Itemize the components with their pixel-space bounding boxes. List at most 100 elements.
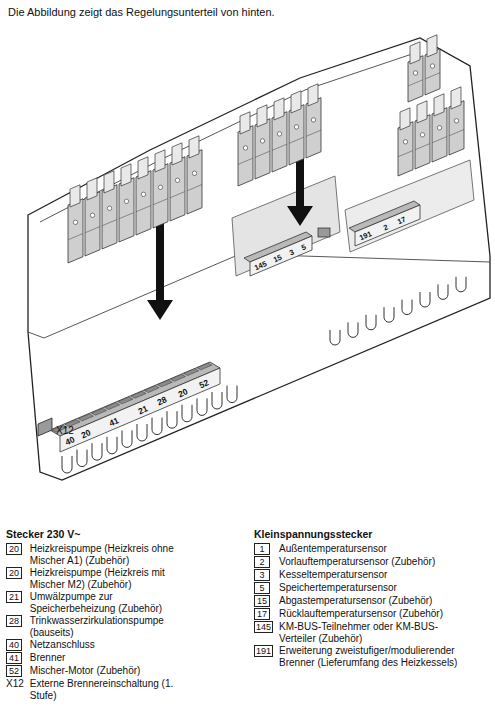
plug-edge [415, 144, 430, 150]
cable-guide [152, 418, 162, 435]
cable-guide [77, 450, 87, 467]
plug-tab [410, 42, 420, 64]
plug [102, 185, 117, 249]
terminal-description: Mischer-Motor (Zubehör) [30, 665, 200, 677]
sensor-strip-front [250, 236, 312, 276]
plug-screw [158, 185, 162, 189]
cable-guide [182, 405, 192, 422]
terminal-number: 1 [254, 543, 270, 555]
cable-guide [456, 277, 466, 292]
plug-screw [73, 220, 77, 224]
plug-screw [141, 192, 145, 196]
connector-block [318, 228, 330, 237]
plug-tab [427, 35, 437, 57]
plug-edge [306, 130, 321, 136]
plug-tab [240, 112, 250, 134]
key-entry: 21Umwälzpumpe zur Speicherbeheizung (Zub… [6, 591, 246, 614]
key-entry: 15Abgastemperatursensor (Zubehör) [254, 595, 490, 607]
x12-connector [38, 418, 52, 436]
plug [272, 112, 287, 172]
terminal-description: KM-BUS-Teilnehmer oder KM-BUS-Verteiler … [279, 621, 469, 644]
key-entry: X12Externe Brennereinschaltung (1. Stufe… [6, 678, 246, 701]
socket [131, 391, 146, 398]
terminal-description: Heizkreispumpe (Heizkreis ohne Mischer A… [30, 543, 200, 566]
cable-guide [438, 284, 448, 299]
terminal-description: Speichertemperatursensor [279, 582, 469, 594]
plug-screw [277, 132, 281, 136]
terminal-number: 20 [6, 543, 22, 555]
plug [68, 199, 83, 263]
cable-guide [212, 392, 222, 409]
terminal-number: 145 [254, 621, 273, 633]
plug [306, 98, 321, 158]
terminal-number: 3 [254, 569, 270, 581]
terminal-description: Netzanschluss [30, 639, 200, 651]
plug-edge [425, 73, 440, 79]
plug-edge [119, 213, 134, 219]
cable-guide [227, 386, 237, 403]
plug-edge [68, 234, 83, 240]
key-entry: 52Mischer-Motor (Zubehör) [6, 665, 246, 677]
key-heading: Stecker 230 V~ [6, 528, 246, 541]
terminal-description: Abgastemperatursensor (Zubehör) [279, 595, 469, 607]
terminal-number: 20 [6, 567, 22, 579]
mount-arrow [147, 222, 173, 320]
key-column: 20 Heizkreispumpe (Heizkreis ohne Mischer… [6, 528, 246, 701]
key-entry: 145 KM-BUS-Teilnehmer oder KM-BUS-Verteil… [254, 621, 490, 644]
cable-guide [402, 300, 412, 315]
terminal-description: Rücklauftemperatursensor (Zubehör) [279, 608, 469, 620]
key-entry: 28 Trinkwasserzirkulationspumpe (bauseits… [6, 615, 246, 638]
plug [170, 157, 185, 221]
socket [105, 403, 120, 410]
plug-edge [238, 158, 253, 164]
socket [144, 386, 159, 393]
key-entry: 17 Rücklauftemperatursensor (Zubehör) [254, 608, 490, 620]
cable-guide [167, 411, 177, 428]
plug-tab [70, 185, 80, 207]
terminal-number: 28 [6, 615, 22, 627]
plug-screw [243, 146, 247, 150]
plug-edge [432, 137, 447, 143]
terminal-number: 40 [6, 639, 22, 651]
cable-guide [366, 315, 376, 330]
plug-tab [104, 171, 114, 193]
plug-screw [403, 140, 407, 144]
plug [255, 119, 270, 179]
plug [119, 178, 134, 242]
terminal-number: 17 [254, 608, 270, 620]
plug-tab [257, 105, 267, 127]
terminal-description: Außentemperatursensor [279, 543, 469, 555]
plug [289, 105, 304, 165]
plug-tab [400, 108, 410, 130]
plug-edge [449, 130, 464, 136]
plug-edge [102, 220, 117, 226]
plug-tab [121, 164, 131, 186]
terminal-strip-front [60, 368, 220, 452]
terminal-number: 5 [254, 582, 270, 594]
plug-screw [437, 126, 441, 130]
plug [187, 150, 202, 214]
plug [238, 126, 253, 186]
cable-guide [62, 456, 72, 473]
plug-tab [451, 87, 461, 109]
cable-guide [348, 322, 358, 337]
plug-tab [291, 91, 301, 113]
plug [136, 171, 151, 235]
figure-title: Die Abbildung zeigt das Regelungsunterte… [8, 6, 275, 19]
plug-edge [398, 151, 413, 157]
terminal-description: Trinkwasserzirkulationspumpe (bauseits) [30, 615, 200, 638]
socket [118, 397, 133, 404]
plug-tab [172, 143, 182, 165]
plug-screw [90, 213, 94, 217]
plug-screw [311, 118, 315, 122]
socket [78, 414, 93, 421]
housing-edge [28, 254, 490, 338]
plug-tab [417, 101, 427, 123]
terminal-description: Kesseltemperatursensor [279, 569, 469, 581]
plug-tab [138, 157, 148, 179]
housing-outline [28, 38, 490, 480]
cable-guide [384, 307, 394, 322]
key-entry: 40 Netzanschluss [6, 639, 246, 651]
plug-screw [430, 64, 434, 68]
terminal-number: 21 [6, 591, 22, 603]
